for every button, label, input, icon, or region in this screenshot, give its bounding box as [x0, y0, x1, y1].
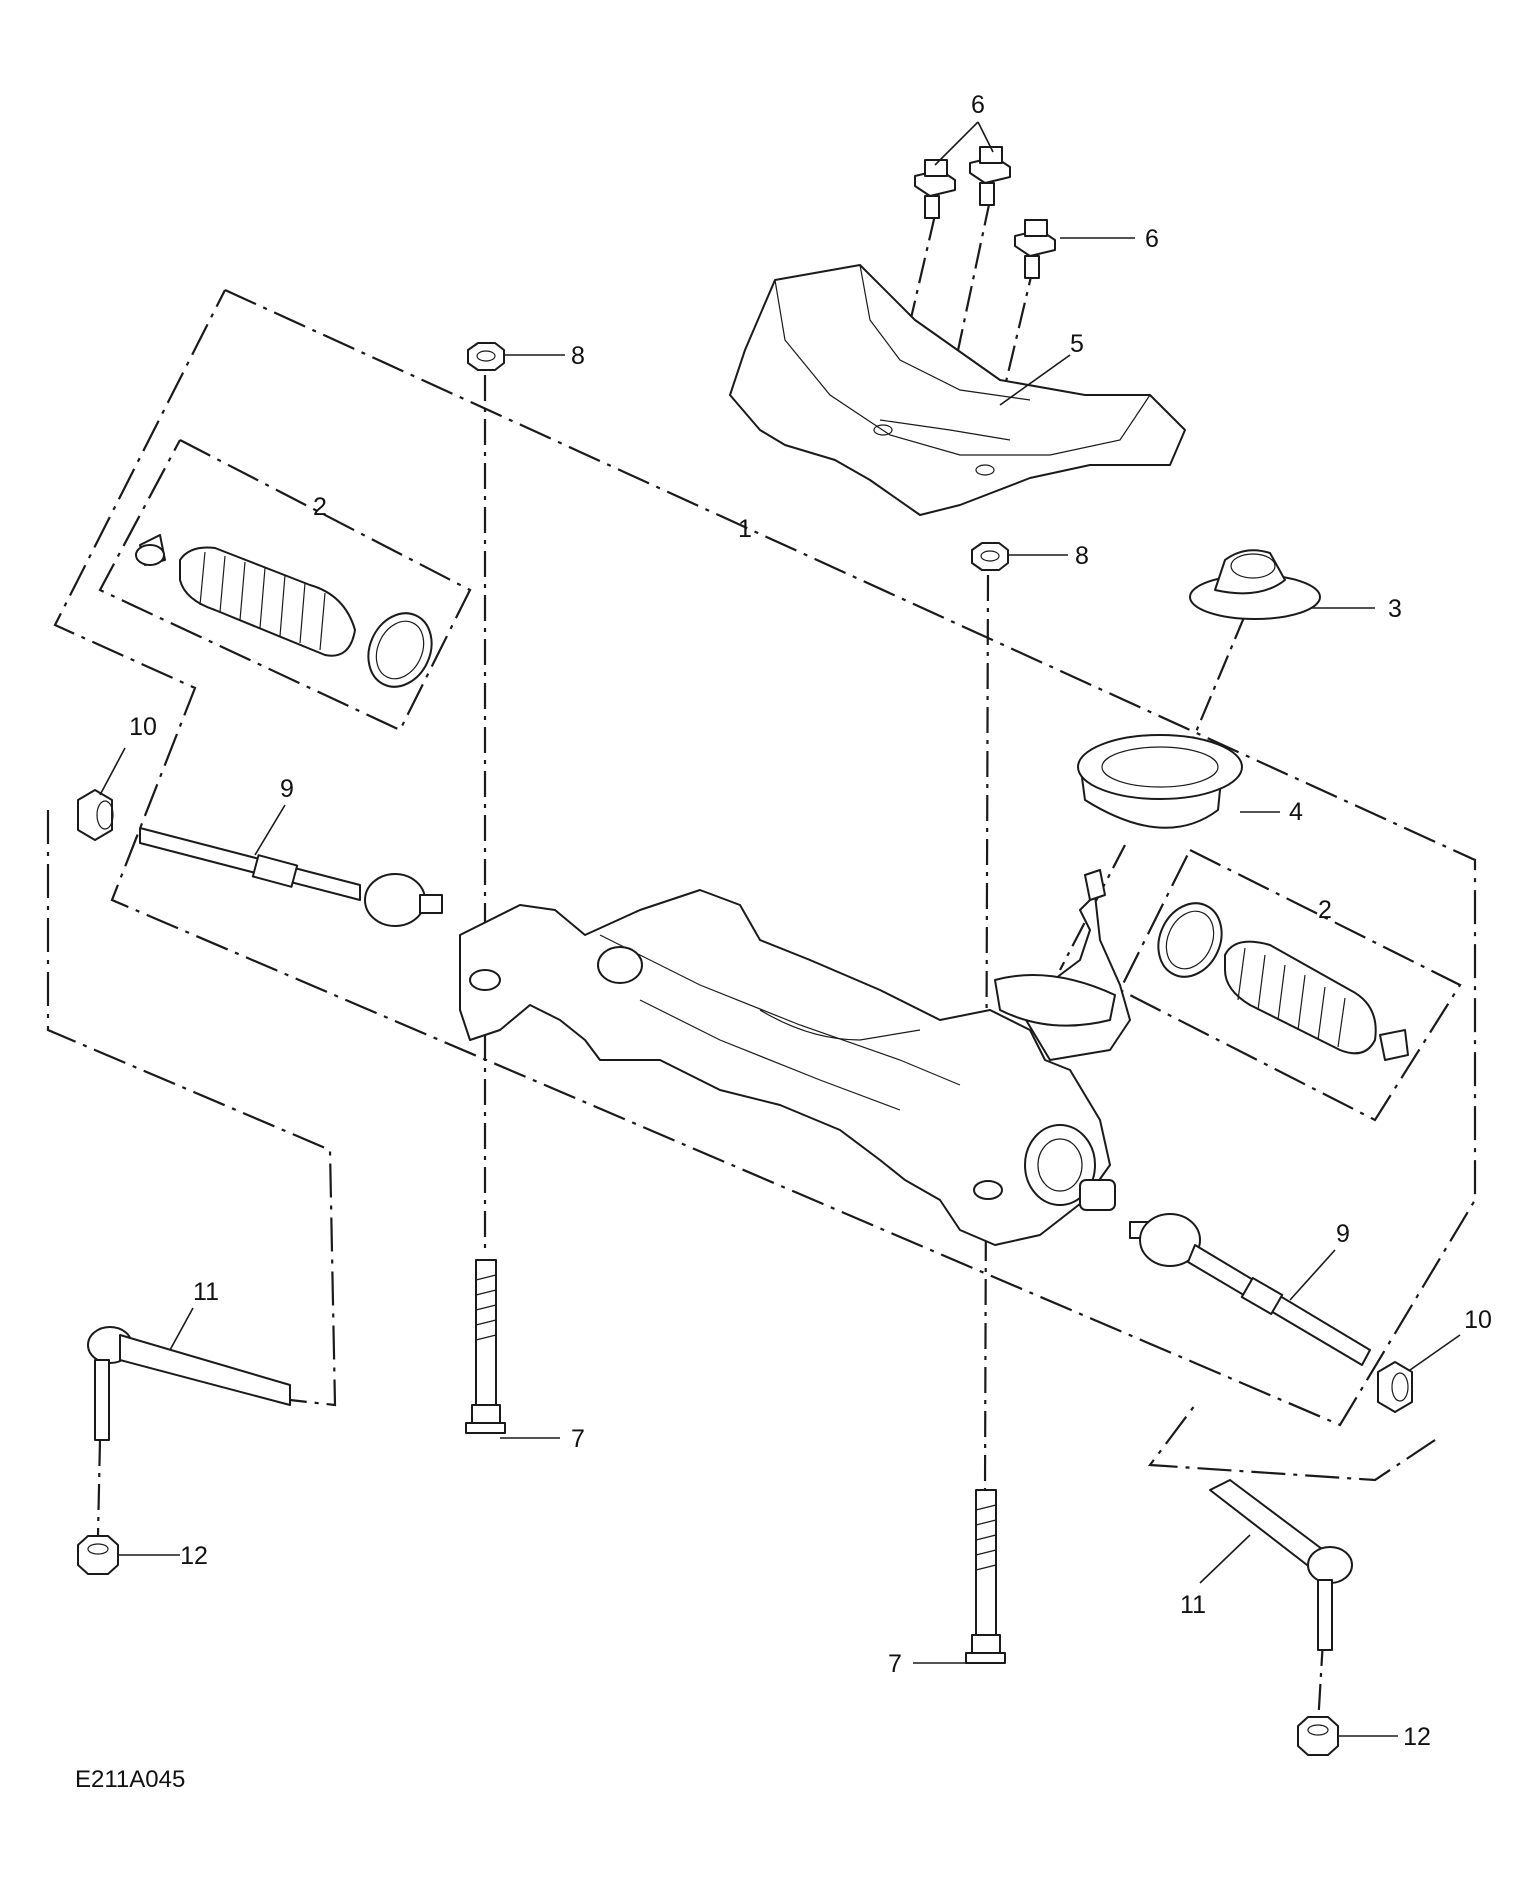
callout-7-left: 7	[571, 1425, 585, 1453]
callout-8-left: 8	[571, 342, 585, 370]
tie-rod-end-nut-left	[77, 1535, 119, 1575]
leader-11-b	[1199, 1534, 1251, 1584]
callout-10-left: 10	[129, 713, 157, 741]
nut-axis-12a	[96, 1439, 102, 1536]
boot-kit-left-boundary	[98, 439, 472, 732]
callout-4: 4	[1289, 798, 1303, 826]
jam-nut-right	[1377, 1361, 1413, 1413]
callout-11-left: 11	[193, 1278, 219, 1306]
steering-gear-assembly	[459, 869, 1131, 1246]
callout-11-right: 11	[1180, 1591, 1206, 1619]
callout-5: 5	[1070, 330, 1084, 358]
left-tie-rod-end-boundary	[46, 810, 337, 1407]
mounting-bolt-7a	[465, 1259, 506, 1434]
nut-axis-12b	[1316, 1639, 1325, 1726]
mount-nut-8b	[971, 542, 1009, 571]
leader-9-b	[1289, 1249, 1336, 1301]
callout-6-top: 6	[971, 91, 985, 119]
heat-shield-bolt-6b	[969, 146, 1011, 206]
callout-12-left: 12	[180, 1542, 208, 1570]
bellows-boot-left	[135, 534, 433, 688]
inner-tie-rod-left	[139, 827, 443, 927]
callout-6-right: 6	[1145, 225, 1159, 253]
mount-bushing-3	[1189, 549, 1321, 620]
callout-7-right: 7	[888, 1650, 902, 1678]
callout-2-left: 2	[313, 493, 327, 521]
mounting-bolt-7b	[965, 1489, 1006, 1664]
leader-10-b	[1409, 1334, 1461, 1371]
figure-code: E211A045	[75, 1766, 185, 1793]
callout-9-right: 9	[1336, 1220, 1350, 1248]
heat-shield-bolt-6a	[914, 159, 956, 219]
heat-shield-bolt-6c	[1014, 219, 1056, 279]
heat-shield	[729, 264, 1186, 516]
mount-insulator-4	[1077, 734, 1243, 829]
callout-9-left: 9	[280, 775, 294, 803]
leader-9-a	[254, 804, 286, 856]
boot-kit-right-boundary	[1118, 849, 1462, 1122]
callout-3: 3	[1388, 595, 1402, 623]
leader-11-a	[169, 1307, 194, 1351]
tie-rod-end-nut-right	[1297, 1716, 1339, 1756]
callout-10-right: 10	[1464, 1306, 1492, 1334]
leader-10-a	[99, 747, 126, 796]
tie-rod-end-left	[87, 1326, 291, 1441]
leader-6-b	[977, 121, 994, 153]
mount-axis-4-gear	[1059, 844, 1126, 971]
inner-tie-rod-right	[1129, 1213, 1371, 1366]
right-tie-rod-end-boundary	[1147, 1404, 1436, 1482]
callout-2-right: 2	[1318, 896, 1332, 924]
mount-nut-8a	[467, 342, 505, 371]
bellows-boot-right	[1157, 902, 1409, 1061]
leader-5	[999, 354, 1071, 406]
callout-1: 1	[738, 515, 752, 543]
leader-6-a	[934, 121, 979, 166]
callout-12-right: 12	[1403, 1723, 1431, 1751]
jam-nut-left	[77, 789, 114, 841]
tie-rod-end-right	[1209, 1479, 1353, 1651]
assembly-1-boundary	[53, 288, 1477, 1427]
callout-8-right: 8	[1075, 542, 1089, 570]
